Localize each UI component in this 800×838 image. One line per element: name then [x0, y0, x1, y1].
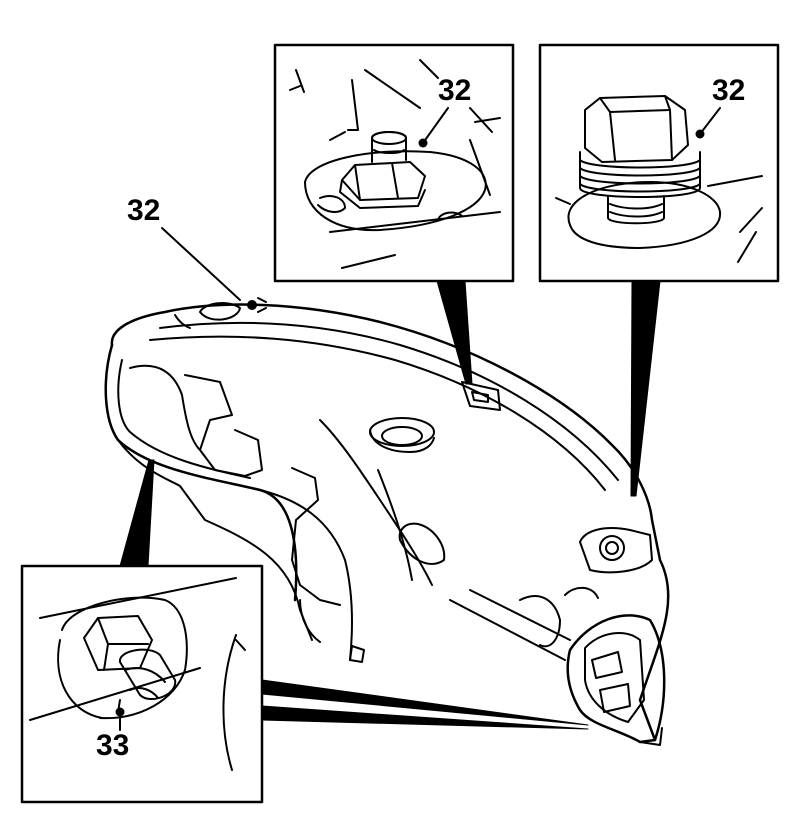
leader-right-detail — [630, 280, 661, 497]
callout-label-32-dash: 32 — [127, 194, 160, 227]
callout-label-33: 33 — [96, 729, 129, 762]
callout-dash-screw: 32 — [127, 194, 267, 321]
leader-center-detail — [436, 280, 473, 385]
callout-label-32-center: 32 — [438, 74, 471, 107]
detail-box-right-bolt: 32 — [538, 43, 780, 283]
leader-lower-left-detail — [119, 459, 155, 567]
detail-box-lower-nut: 33 — [20, 564, 264, 804]
callout-label-32-right: 32 — [712, 74, 745, 107]
detail-leader-lines — [119, 280, 661, 730]
dashboard-illustration — [104, 303, 670, 746]
detail-box-center-nut: 32 — [273, 43, 515, 283]
